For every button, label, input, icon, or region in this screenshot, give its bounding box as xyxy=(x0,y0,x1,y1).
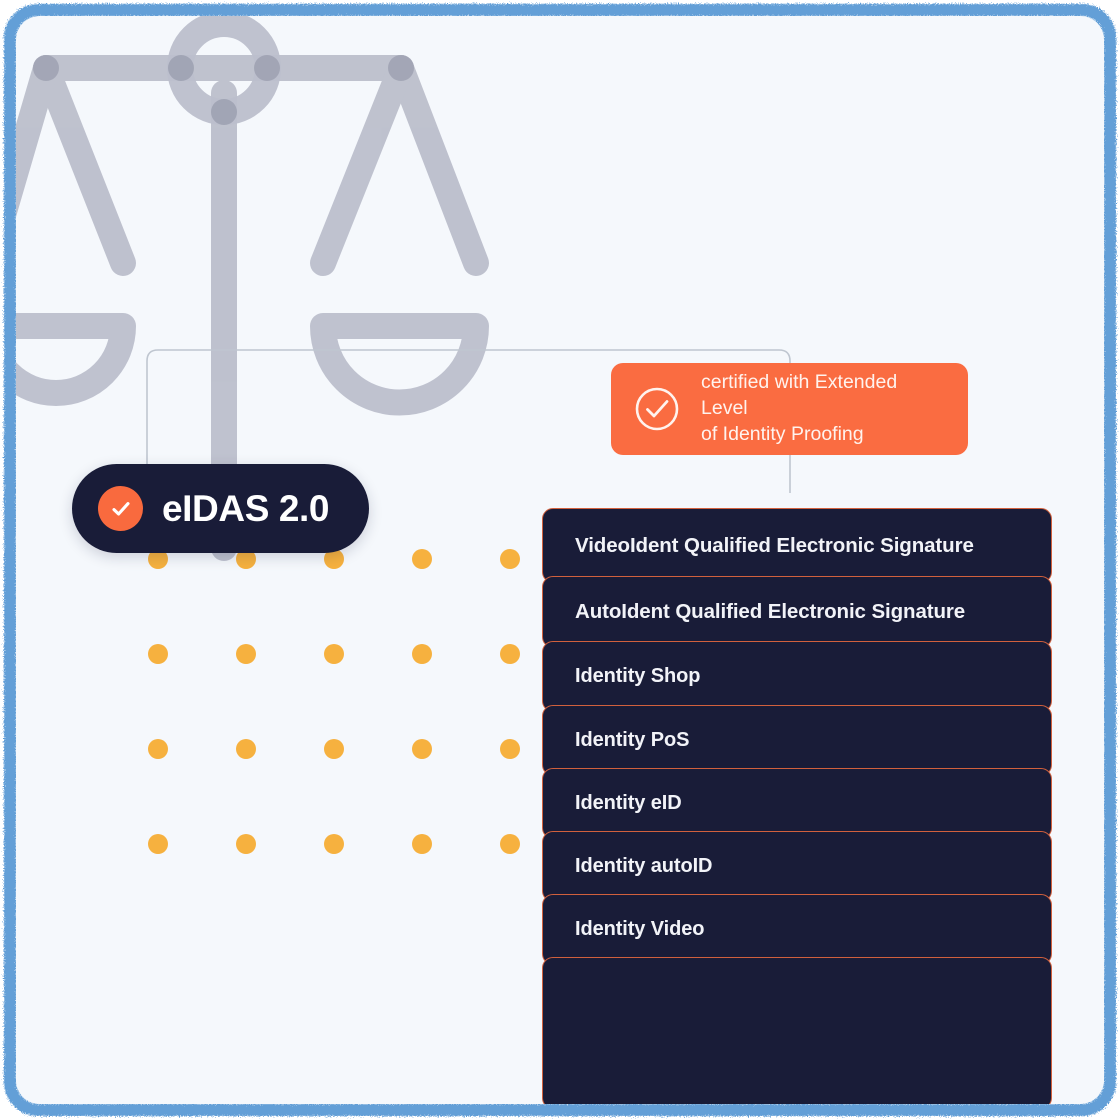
certification-callout-text: certified with Extended Level of Identit… xyxy=(701,370,944,448)
decorative-blue-frame xyxy=(4,4,1116,1116)
grid-dot xyxy=(500,834,520,854)
list-item[interactable]: Identity autoID xyxy=(542,831,1052,902)
grid-dot xyxy=(324,644,344,664)
list-item-label: Identity Video xyxy=(575,918,705,940)
list-item[interactable]: Identity eID xyxy=(542,768,1052,839)
list-item-label: Identity autoID xyxy=(575,855,713,877)
list-item[interactable]: Identity Video xyxy=(542,894,1052,965)
check-circle-icon xyxy=(98,486,143,531)
grid-dot xyxy=(148,644,168,664)
stage: eIDAS 2.0 certified with Extended Level … xyxy=(16,16,1104,1104)
grid-dot xyxy=(148,739,168,759)
list-item[interactable]: AutoIdent Qualified Electronic Signature xyxy=(542,576,1052,648)
grid-dot xyxy=(412,549,432,569)
grid-dot xyxy=(236,644,256,664)
certification-callout: certified with Extended Level of Identit… xyxy=(611,363,968,455)
grid-dot xyxy=(324,549,344,569)
callout-line-1: certified with Extended Level xyxy=(701,371,898,420)
dot-grid xyxy=(126,531,546,881)
product-list: VideoIdent Qualified Electronic Signatur… xyxy=(542,508,1052,1104)
grid-dot xyxy=(236,834,256,854)
grid-dot xyxy=(500,739,520,759)
list-item-label: VideoIdent Qualified Electronic Signatur… xyxy=(575,533,974,557)
check-circle-outline-icon xyxy=(635,387,679,431)
list-item[interactable]: VideoIdent Qualified Electronic Signatur… xyxy=(542,508,1052,583)
list-item-label: AutoIdent Qualified Electronic Signature xyxy=(575,600,966,623)
list-item-label: Identity eID xyxy=(575,792,682,814)
list-item-label: Identity PoS xyxy=(575,729,690,751)
list-item[interactable] xyxy=(542,957,1052,1104)
grid-dot xyxy=(148,834,168,854)
list-item[interactable]: Identity PoS xyxy=(542,705,1052,776)
grid-dot xyxy=(148,549,168,569)
grid-dot xyxy=(500,644,520,664)
grid-dot xyxy=(324,834,344,854)
grid-dot xyxy=(236,549,256,569)
grid-dot xyxy=(412,834,432,854)
callout-line-2: of Identity Proofing xyxy=(701,422,864,445)
eidas-badge[interactable]: eIDAS 2.0 xyxy=(72,464,370,553)
grid-dot xyxy=(412,644,432,664)
grid-dot xyxy=(412,739,432,759)
grid-dot xyxy=(500,549,520,569)
list-item[interactable]: Identity Shop xyxy=(542,641,1052,712)
grid-dot xyxy=(236,739,256,759)
grid-dot xyxy=(324,739,344,759)
eidas-badge-label: eIDAS 2.0 xyxy=(162,487,330,529)
list-item-label: Identity Shop xyxy=(575,665,701,687)
